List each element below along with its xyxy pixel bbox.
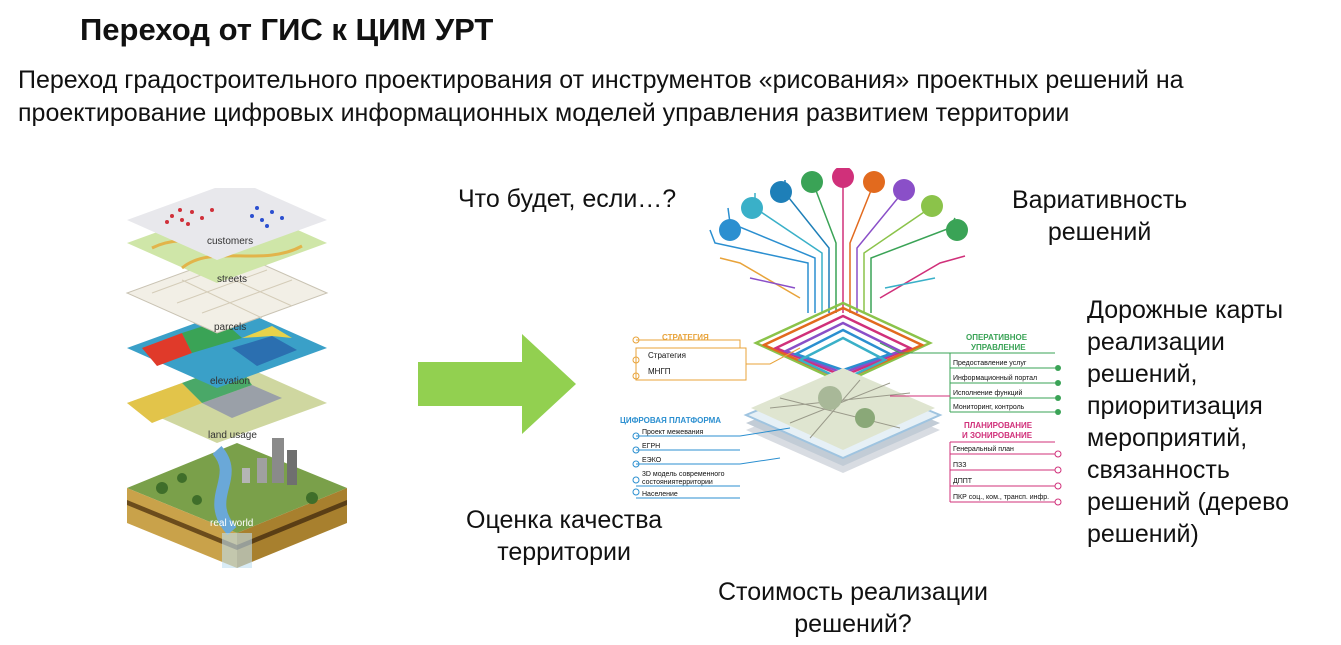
platform-item-3: ЕЭКО	[642, 457, 662, 464]
cost-line-2: решений?	[794, 610, 912, 638]
transition-arrow	[418, 334, 576, 434]
gis-layers-illustration: customers streets parcels elevation land…	[125, 188, 347, 568]
operational-item-2: Информационный портал	[953, 374, 1037, 382]
platform-block: ЦИФРОВАЯ ПЛАТФОРМА Проект межевания ЕГРН…	[620, 416, 791, 499]
quality-label: Оценка качества территории	[466, 504, 662, 568]
operational-heading-2: УПРАВЛЕНИЕ	[971, 343, 1026, 352]
operational-item-4: Мониторинг, контроль	[953, 404, 1025, 411]
icon-6	[863, 171, 885, 193]
map-stack	[743, 368, 943, 473]
planning-heading-2: И ЗОНИРОВАНИЕ	[962, 431, 1033, 440]
gis-layer-label-customers: customers	[207, 236, 253, 247]
planning-item-1: Генеральный план	[953, 445, 1014, 453]
roadmaps-line-3: решений,	[1087, 360, 1198, 388]
roadmaps-line-5: мероприятий,	[1087, 424, 1248, 452]
what-if-label: Что будет, если…?	[458, 185, 677, 213]
planning-item-4: ПКР соц., ком., трансп. инфр.	[953, 494, 1049, 501]
planning-item-2: ПЗЗ	[953, 462, 967, 469]
gis-layer-label-streets: streets	[217, 274, 247, 285]
icon-5	[832, 168, 854, 188]
roadmaps-label: Дорожные карты реализации решений, приор…	[1087, 294, 1289, 550]
customers-layer	[127, 188, 327, 260]
roadmaps-line-8: решений)	[1087, 520, 1199, 548]
icon-4	[801, 171, 823, 193]
platform-item-5: состояниятерритории	[642, 479, 713, 486]
platform-heading: ЦИФРОВАЯ ПЛАТФОРМА	[620, 416, 721, 425]
quality-line-2: территории	[497, 538, 631, 566]
icon-2	[741, 197, 763, 219]
roadmaps-line-6: связанность	[1087, 456, 1230, 484]
roadmaps-line-2: реализации	[1087, 328, 1225, 356]
operational-heading-1: ОПЕРАТИВНОЕ	[966, 333, 1028, 342]
strategy-block: СТРАТЕГИЯ Стратегия МНГП	[632, 333, 801, 381]
page-title: Переход от ГИС к ЦИМ УРТ	[80, 12, 494, 47]
real-world-block	[127, 438, 347, 568]
icon-7	[893, 179, 915, 201]
planning-block: ПЛАНИРОВАНИЕ И ЗОНИРОВАНИЕ Генеральный п…	[949, 421, 1062, 506]
gis-layer-label-real-world: real world	[210, 518, 253, 529]
cost-label: Стоимость реализации решений?	[718, 576, 988, 640]
planning-heading-1: ПЛАНИРОВАНИЕ	[964, 421, 1033, 430]
platform-item-1: Проект межевания	[642, 429, 704, 436]
variability-line-1: Вариативность	[1012, 186, 1188, 214]
strategy-item-1: Стратегия	[648, 351, 686, 360]
platform-item-2: ЕГРН	[642, 443, 660, 450]
operational-block: ОПЕРАТИВНОЕ УПРАВЛЕНИЕ Предоставление ус…	[879, 333, 1061, 415]
icon-3	[770, 181, 792, 203]
icon-1	[719, 219, 741, 241]
platform-item-6: Население	[642, 491, 678, 498]
roadmaps-line-1: Дорожные карты	[1087, 296, 1284, 324]
gis-layer-label-parcels: parcels	[214, 322, 246, 333]
strategy-heading: СТРАТЕГИЯ	[662, 333, 709, 342]
cost-line-1: Стоимость реализации	[718, 578, 988, 606]
icon-8	[921, 195, 943, 217]
variability-line-2: решений	[1047, 218, 1152, 246]
top-icons	[719, 168, 968, 241]
roadmaps-line-7: решений (дерево	[1087, 488, 1289, 516]
platform-item-4: 3D модель современного	[642, 471, 725, 478]
digital-twin-diagram: СТРАТЕГИЯ Стратегия МНГП ЦИФРОВАЯ ПЛАТФО…	[620, 168, 1062, 506]
variability-label: Вариативность решений	[1012, 184, 1187, 248]
operational-item-3: Исполнение функций	[953, 389, 1023, 397]
gis-layer-label-land-usage: land usage	[208, 430, 257, 441]
gis-layer-label-elevation: elevation	[210, 376, 250, 387]
strategy-item-2: МНГП	[648, 367, 671, 376]
icon-9	[946, 219, 968, 241]
planning-item-3: ДППТ	[953, 478, 973, 485]
page-subtitle: Переход градостроительного проектировани…	[18, 66, 1184, 127]
operational-item-1: Предоставление услуг	[953, 360, 1027, 367]
roadmaps-line-4: приоритизация	[1087, 392, 1263, 420]
quality-line-1: Оценка качества	[466, 506, 663, 534]
